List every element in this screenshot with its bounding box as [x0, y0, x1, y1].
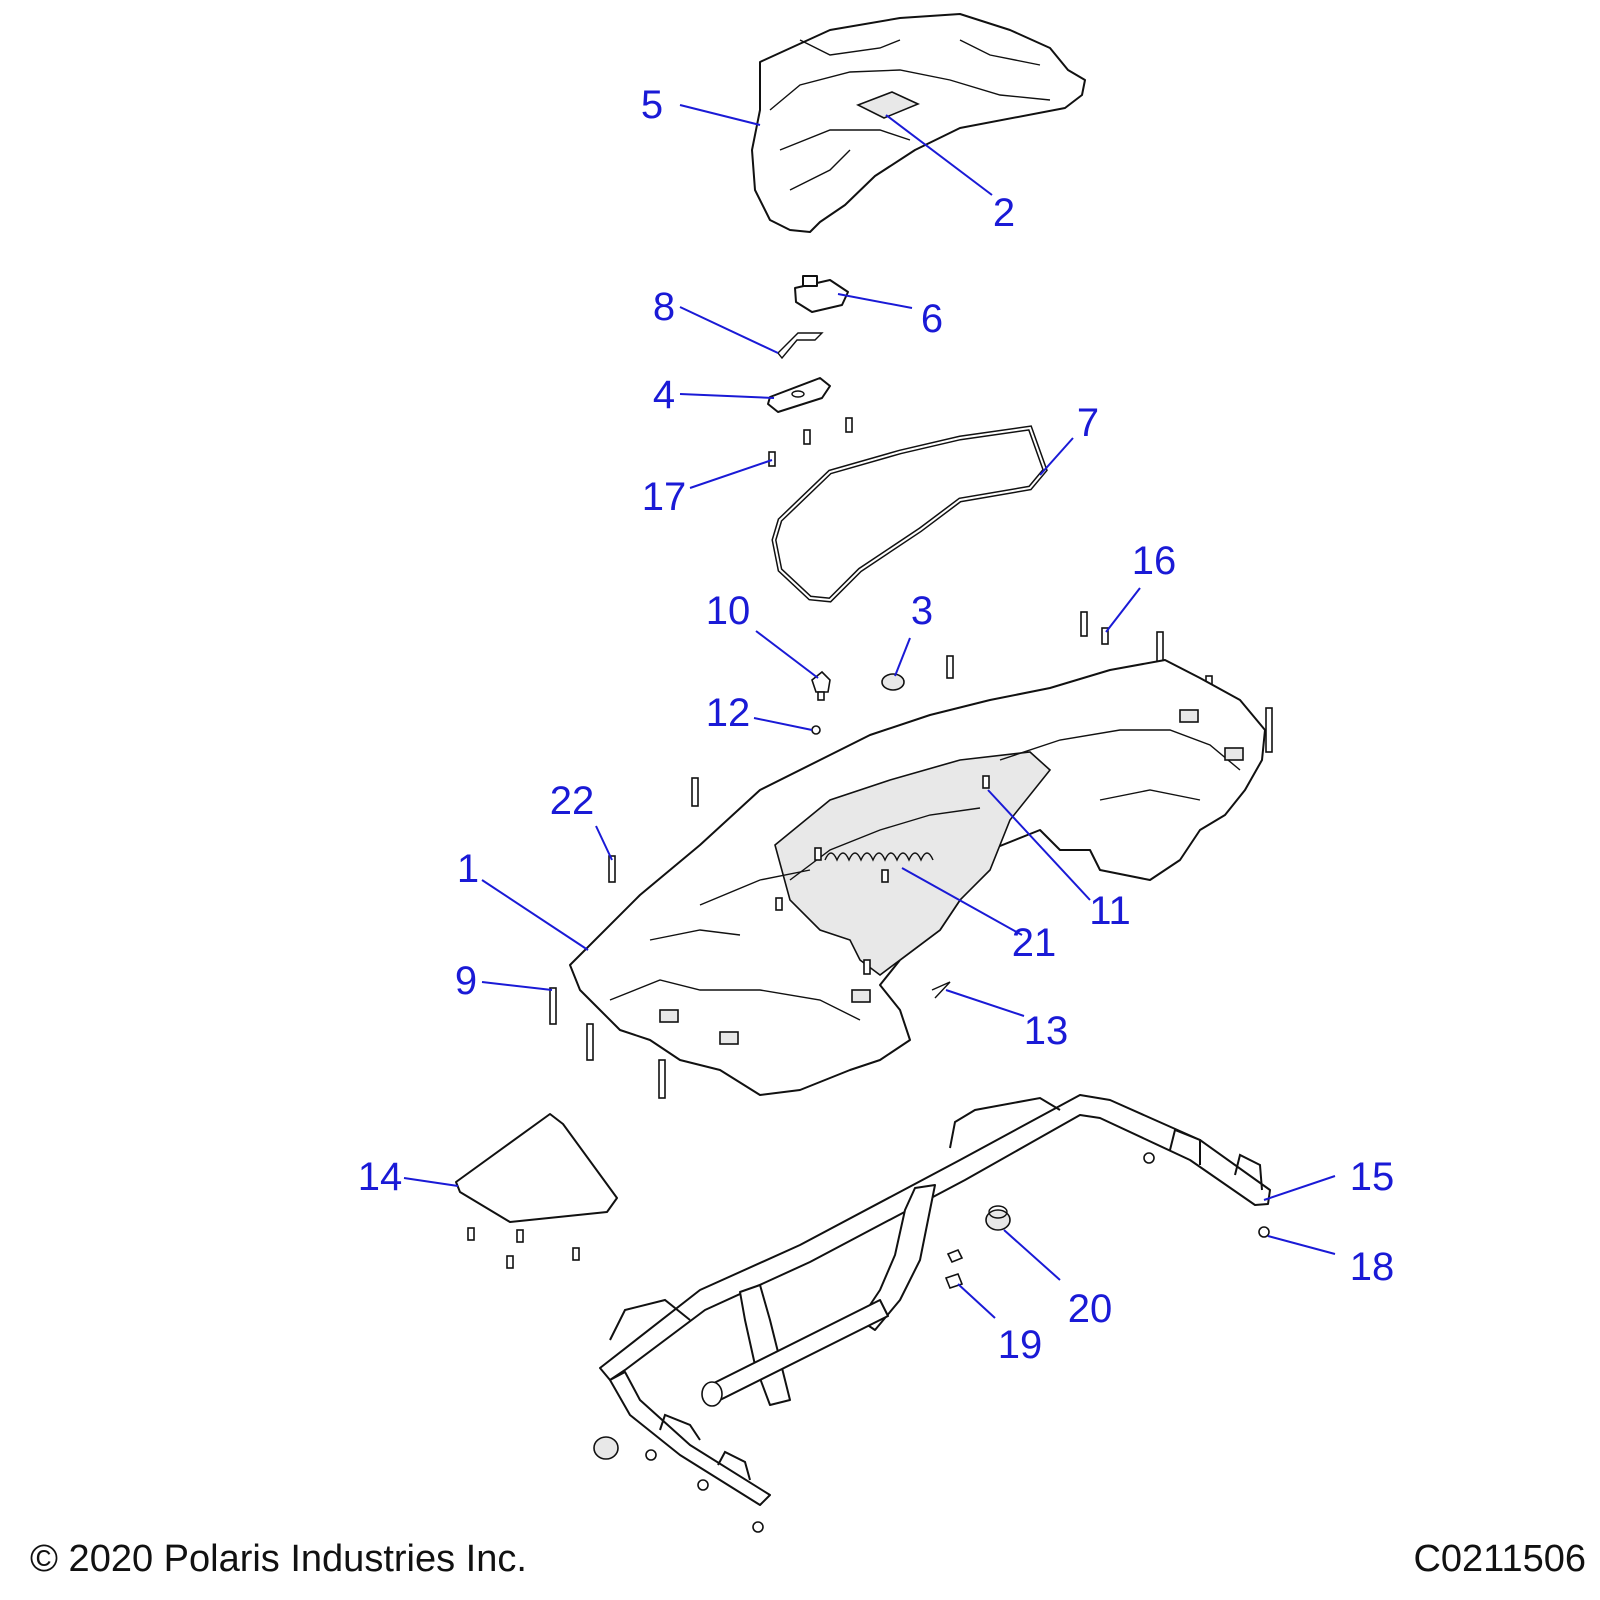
callout-10: 10: [706, 589, 751, 633]
callout-7: 7: [1077, 401, 1099, 445]
callout-11: 11: [1089, 889, 1131, 933]
part-screws-17: [768, 417, 853, 467]
callout-18: 18: [1350, 1245, 1395, 1289]
part-latch: [794, 275, 849, 313]
callout-4: 4: [653, 373, 675, 417]
part-bolts-16: [608, 611, 1273, 883]
leader-lines: [403, 104, 1336, 1319]
drawing-number: C0211506: [1413, 1538, 1586, 1580]
callout-16: 16: [1132, 539, 1177, 583]
part-grommet-20: [985, 1205, 1011, 1231]
callout-1: 1: [457, 847, 479, 891]
callout-13: 13: [1024, 1009, 1069, 1053]
part-tube-frame: [593, 1094, 1271, 1506]
callout-5: 5: [641, 83, 663, 127]
callout-12: 12: [706, 691, 751, 735]
callout-21: 21: [1012, 921, 1057, 965]
callout-2: 2: [993, 191, 1015, 235]
callout-17: 17: [642, 475, 687, 519]
part-clip-13: [931, 981, 951, 999]
part-shield-plate: [455, 1113, 618, 1269]
part-bolts-19: [944, 1248, 964, 1289]
callout-14: 14: [358, 1155, 403, 1199]
callout-6: 6: [921, 297, 943, 341]
part-clip: [777, 332, 824, 360]
callout-3: 3: [911, 589, 933, 633]
copyright-notice: © 2020 Polaris Industries Inc.: [30, 1538, 527, 1580]
callout-9: 9: [455, 959, 477, 1003]
callout-8: 8: [653, 285, 675, 329]
callout-22: 22: [550, 779, 595, 823]
callout-15: 15: [1350, 1155, 1395, 1199]
part-bolts-9: [549, 987, 666, 1099]
part-bracket: [767, 377, 831, 413]
part-rear-cover: [751, 13, 1086, 233]
part-seal: [771, 425, 1048, 603]
part-nut-12: [811, 725, 821, 735]
callout-19: 19: [998, 1323, 1043, 1367]
part-plug: [881, 673, 905, 691]
callout-20: 20: [1068, 1287, 1113, 1331]
part-nuts-18: [645, 1152, 1270, 1533]
